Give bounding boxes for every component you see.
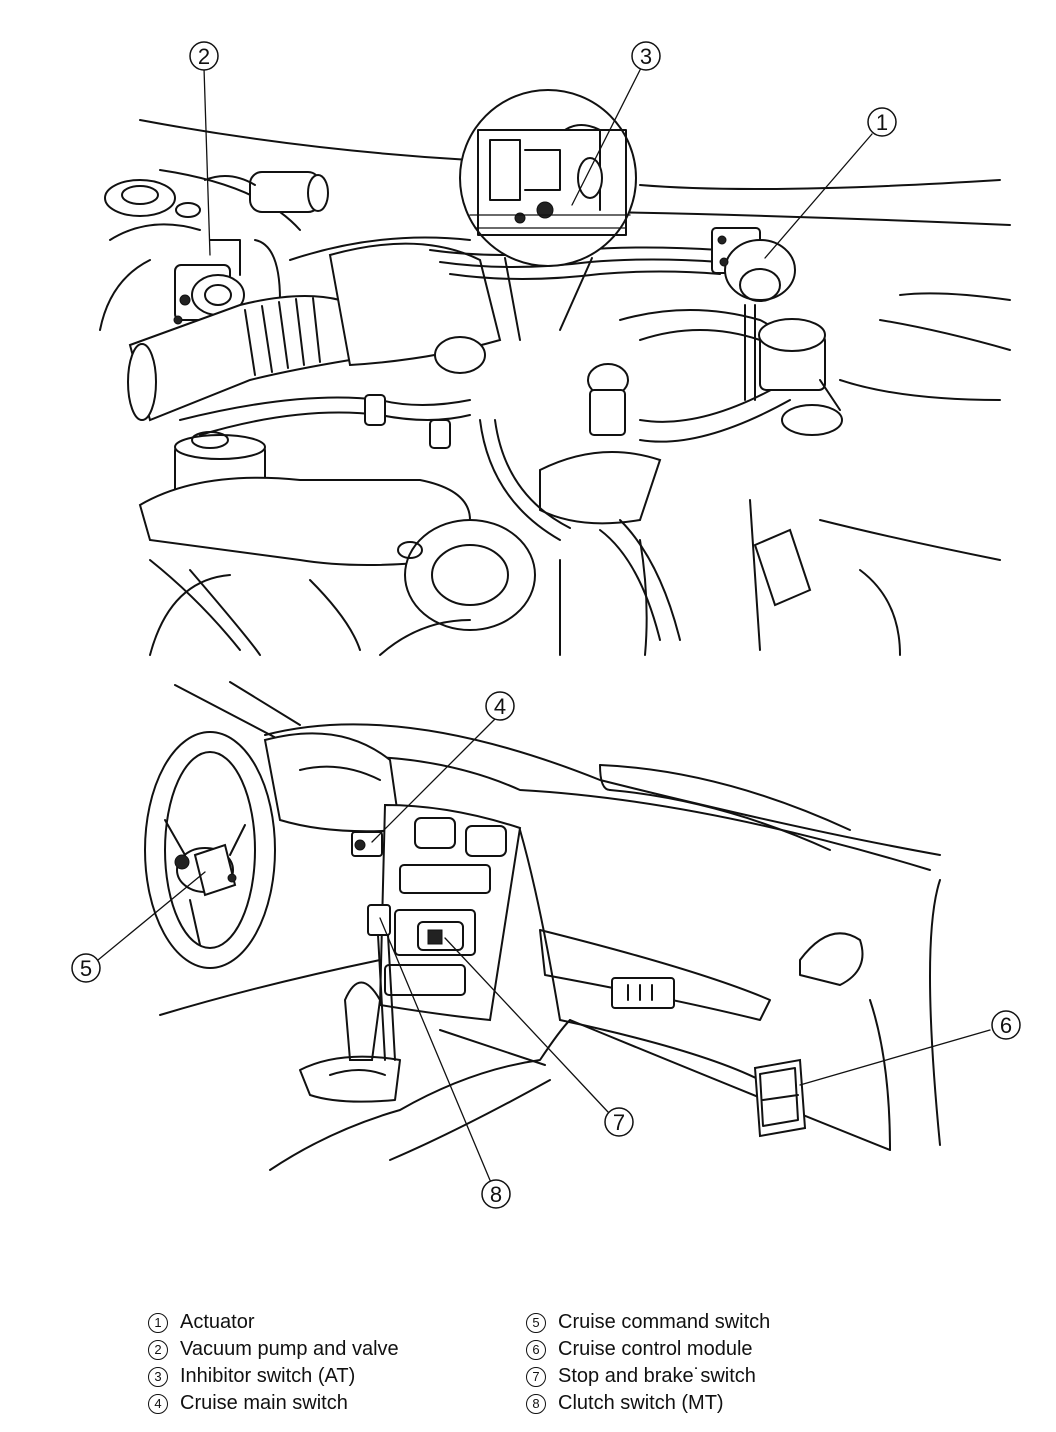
legend-label: Cruise command switch bbox=[558, 1311, 771, 1333]
callout-2-number: 2 bbox=[198, 44, 210, 69]
legend-number: 3 bbox=[148, 1366, 168, 1387]
legend-label: Cruise main switch bbox=[180, 1392, 348, 1414]
legend-item-cruise-command-switch: 5 Cruise command switch bbox=[526, 1310, 926, 1335]
callout-2: 2 bbox=[189, 41, 219, 71]
legend-label: Vacuum pump and valve bbox=[180, 1338, 399, 1360]
callout-7-number: 7 bbox=[613, 1110, 625, 1135]
legend-number: 2 bbox=[148, 1339, 168, 1360]
cruise-control-component-diagram: 1 2 3 4 5 6 7 8 bbox=[71, 41, 1021, 1209]
legend-label: Inhibitor switch (AT) bbox=[180, 1365, 356, 1387]
legend-item-actuator: 1 Actuator bbox=[148, 1310, 526, 1335]
legend-number: 8 bbox=[526, 1393, 546, 1414]
callout-5: 5 bbox=[71, 953, 101, 983]
callout-1-number: 1 bbox=[876, 110, 888, 135]
legend-item-inhibitor-switch: 3 Inhibitor switch (AT) bbox=[148, 1364, 526, 1389]
legend-label: Actuator bbox=[180, 1311, 255, 1333]
callout-8-number: 8 bbox=[490, 1182, 502, 1207]
legend-item-vacuum-pump: 2 Vacuum pump and valve bbox=[148, 1337, 526, 1362]
legend-number: 5 bbox=[526, 1312, 546, 1333]
callout-4-number: 4 bbox=[494, 694, 506, 719]
legend-number: 4 bbox=[148, 1393, 168, 1414]
legend-number: 6 bbox=[526, 1339, 546, 1360]
dashboard-illustration bbox=[144, 681, 941, 1171]
legend-label: Cruise control module bbox=[558, 1338, 753, 1360]
legend-item-cruise-control-module: 6 Cruise control module bbox=[526, 1337, 926, 1362]
component-legend: 1 Actuator 5 Cruise command switch 2 Vac… bbox=[148, 1310, 928, 1416]
legend-label: Clutch switch (MT) bbox=[558, 1392, 724, 1414]
callout-8: 8 bbox=[481, 1179, 511, 1209]
callout-6-number: 6 bbox=[1000, 1013, 1012, 1038]
engine-bay-illustration bbox=[99, 89, 1011, 656]
legend-item-clutch-switch: 8 Clutch switch (MT) bbox=[526, 1391, 926, 1416]
callout-7: 7 bbox=[604, 1107, 634, 1137]
leader-lines bbox=[97, 67, 991, 1186]
callout-3: 3 bbox=[631, 41, 661, 71]
legend-item-stop-brake-switch: 7 Stop and brake˙switch bbox=[526, 1364, 926, 1389]
legend-number: 1 bbox=[148, 1312, 168, 1333]
callout-1: 1 bbox=[867, 107, 897, 137]
callout-4: 4 bbox=[485, 691, 515, 721]
legend-label: Stop and brake˙switch bbox=[558, 1365, 756, 1387]
callout-6: 6 bbox=[991, 1010, 1021, 1040]
callout-5-number: 5 bbox=[80, 956, 92, 981]
legend-item-cruise-main-switch: 4 Cruise main switch bbox=[148, 1391, 526, 1416]
callout-3-number: 3 bbox=[640, 44, 652, 69]
legend-number: 7 bbox=[526, 1366, 546, 1387]
